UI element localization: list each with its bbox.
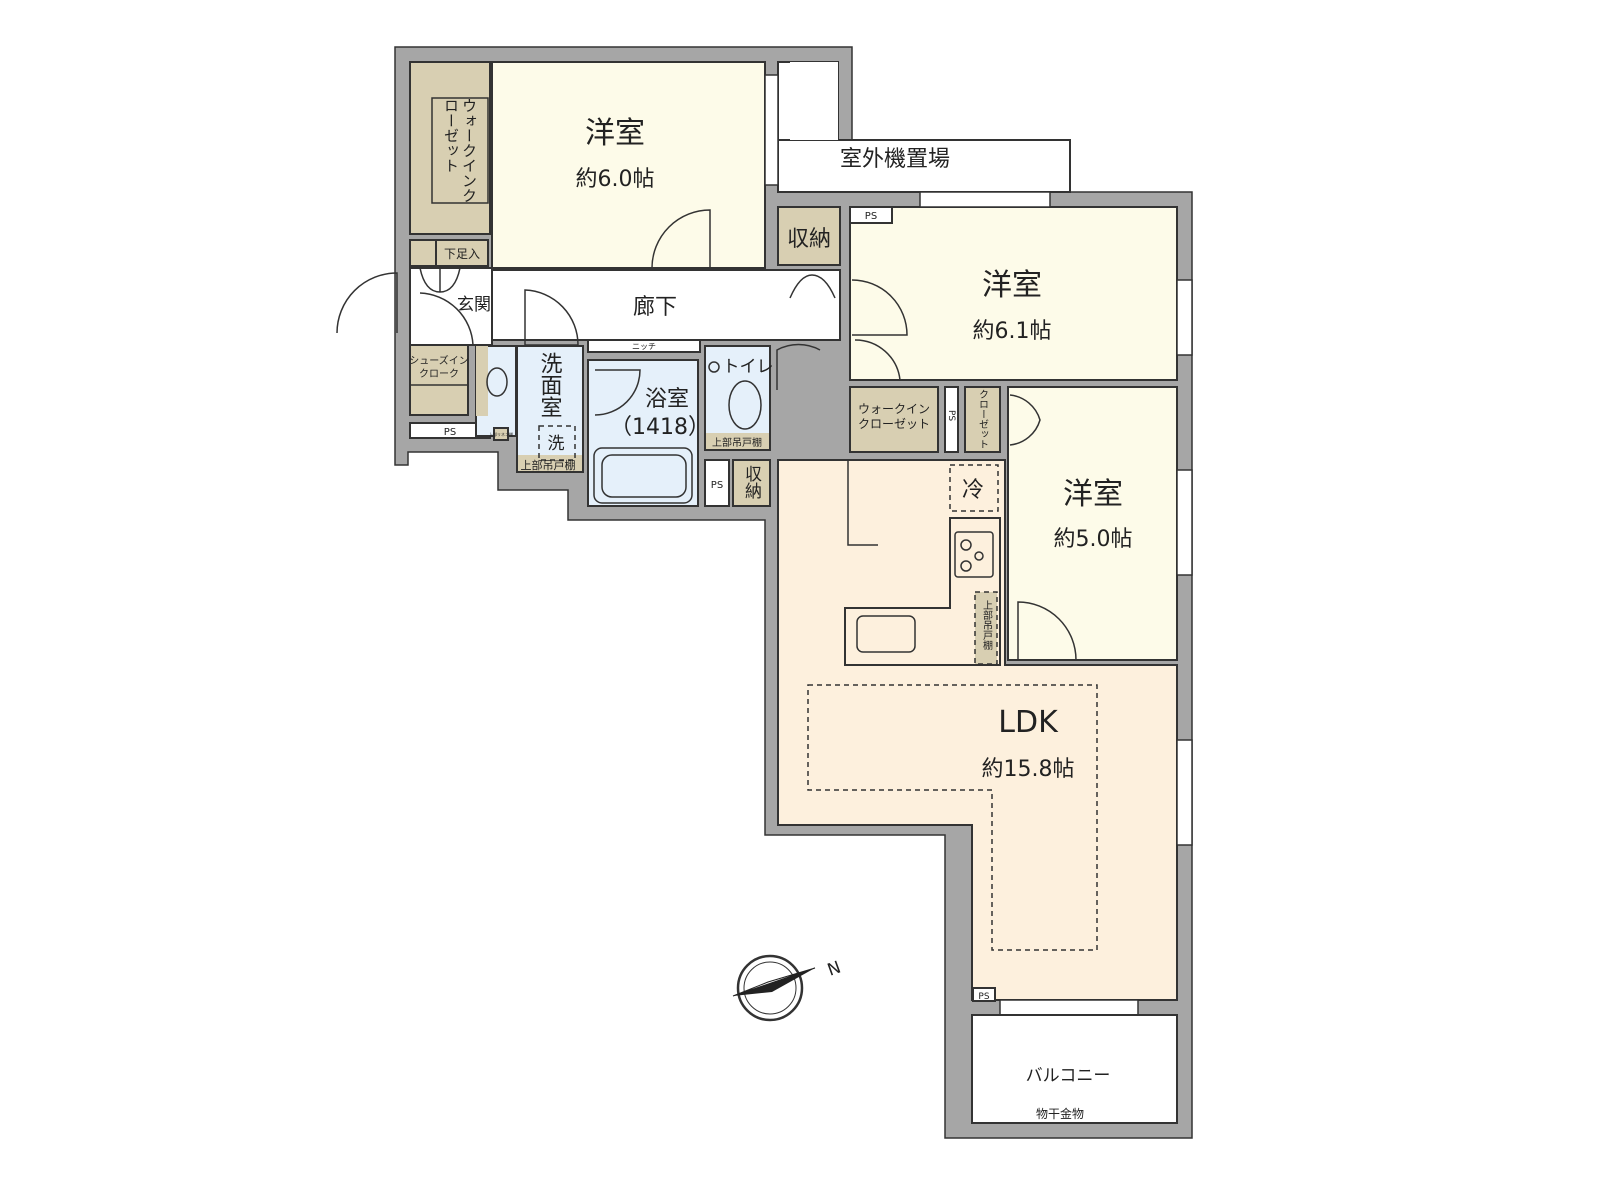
upper-cabinet-label-3: 上部吊戸棚 bbox=[981, 600, 993, 651]
western-room-2-size: 約6.1帖 bbox=[973, 319, 1052, 344]
western-room-2-name: 洋室 bbox=[982, 268, 1042, 303]
kitchen-counter bbox=[844, 517, 1001, 666]
ps-right bbox=[944, 386, 959, 453]
washroom bbox=[516, 345, 584, 473]
ps-top-label: PS bbox=[865, 211, 877, 222]
toilet bbox=[704, 345, 771, 451]
compass-north-label: N bbox=[825, 958, 844, 981]
western-room-1-name: 洋室 bbox=[585, 116, 645, 151]
walk-in-closet-left bbox=[409, 61, 491, 235]
ps-center bbox=[704, 459, 730, 507]
walk-in-closet-right-label-1: ウォークイン bbox=[858, 402, 930, 416]
upper-cabinet-label-2: 上部吊戸棚 bbox=[712, 436, 762, 449]
storage-small bbox=[732, 459, 771, 507]
shoes-in-cloak-label-2: クローク bbox=[419, 368, 459, 380]
toilet-label: トイレ bbox=[723, 357, 774, 377]
stove-icon bbox=[954, 531, 994, 578]
shoes-in-cloak-label-1: シューズイン bbox=[409, 354, 469, 367]
fridge-space bbox=[949, 464, 999, 512]
entrance-door bbox=[336, 272, 398, 334]
storage-small-label: 収納 bbox=[741, 465, 762, 500]
fridge-label: 冷 bbox=[962, 478, 984, 503]
corridor-label: 廊下 bbox=[633, 295, 677, 320]
ldk-size: 約15.8帖 bbox=[982, 757, 1075, 782]
compass-icon: N bbox=[732, 954, 844, 1022]
outdoor-unit-label: 室外機置場 bbox=[840, 147, 950, 172]
niche-label: ニッチ bbox=[632, 342, 656, 351]
toilet-bowl-icon bbox=[728, 380, 762, 430]
clothes-rack-label: 物干金物 bbox=[1036, 1106, 1084, 1121]
linen-shelf-label: 上部リネン棚 bbox=[489, 431, 513, 437]
western-room-1 bbox=[491, 61, 766, 269]
kitchen-sink-icon bbox=[856, 615, 916, 653]
walk-in-closet-left-label: ウォークインクローゼット bbox=[442, 98, 478, 203]
western-room-3-size: 約5.0帖 bbox=[1054, 527, 1133, 552]
corridor bbox=[491, 269, 841, 341]
bathroom-label: 浴室 bbox=[645, 387, 689, 412]
western-room-3 bbox=[1007, 386, 1178, 661]
closet bbox=[964, 386, 1001, 453]
bathroom-size: （1418） bbox=[610, 415, 710, 440]
storage-top-label: 収納 bbox=[787, 227, 831, 252]
ps-left-label: PS bbox=[444, 427, 456, 438]
balcony-label: バルコニー bbox=[1026, 1066, 1111, 1086]
walk-in-closet-right bbox=[849, 386, 939, 453]
ps-right-label: PS bbox=[946, 410, 956, 421]
niche bbox=[587, 339, 701, 353]
washer-space bbox=[538, 425, 576, 461]
windows bbox=[764, 74, 1193, 1016]
ldk-name: LDK bbox=[998, 705, 1059, 740]
shoe-storage-label: 下足入 bbox=[444, 247, 480, 261]
shoe-storage bbox=[435, 239, 489, 267]
entrance-label: 玄関 bbox=[457, 295, 491, 315]
bathroom bbox=[587, 359, 699, 507]
closet-label: クローゼット bbox=[977, 389, 989, 449]
western-room-2 bbox=[849, 206, 1178, 381]
western-room-3-name: 洋室 bbox=[1063, 477, 1123, 512]
storage-top bbox=[777, 206, 841, 266]
ps-ldk-label: PS bbox=[978, 992, 989, 1002]
upper-cabinet-label-1: 上部吊戸棚 bbox=[521, 458, 576, 472]
washer-label: 洗 bbox=[548, 434, 565, 454]
shoes-in-cloak bbox=[409, 344, 469, 416]
balcony bbox=[971, 1014, 1178, 1124]
ps-center-label: PS bbox=[711, 480, 723, 491]
walk-in-closet-right-label-2: クローゼット bbox=[858, 417, 930, 431]
bathtub bbox=[601, 454, 687, 498]
washroom-label: 洗面室 bbox=[537, 352, 563, 418]
western-room-1-size: 約6.0帖 bbox=[576, 167, 655, 192]
ldk bbox=[777, 459, 1178, 1001]
